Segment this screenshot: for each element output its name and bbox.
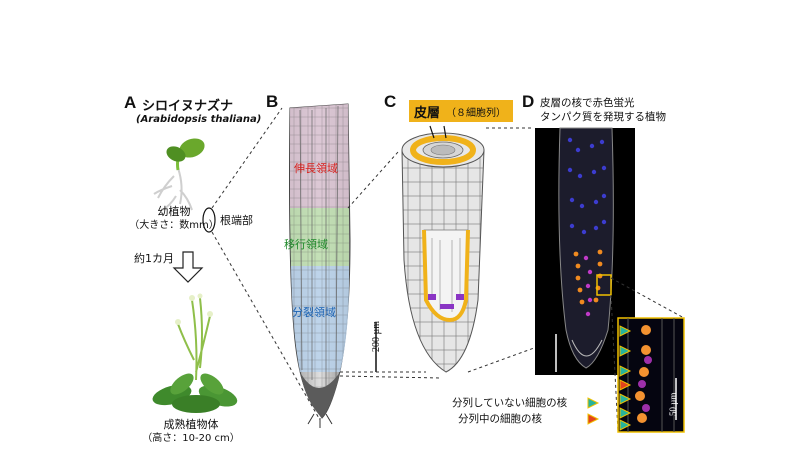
growth-arrow (172, 251, 204, 283)
cell-files-label: （８細胞列） (446, 108, 506, 119)
cortex-label-box (409, 100, 513, 122)
panel-c-letter: C (384, 92, 397, 111)
panel-d-caption-1: 皮層の核で赤色蛍光 (540, 97, 635, 109)
panel-a-title: シロイヌナズナ (142, 99, 234, 114)
zone-transition-label: 移行領域 (284, 238, 328, 251)
seedling-illustration (153, 138, 205, 211)
connector-line (211, 231, 321, 421)
scale-label-d-inset: 50 µm (668, 392, 678, 416)
connector-line (211, 107, 283, 209)
mature-label: 成熟植物体 (163, 418, 219, 431)
root-micrograph (289, 103, 351, 428)
panel-b-letter: B (266, 92, 279, 111)
connector-line (467, 347, 535, 373)
legend-dividing-marker (587, 413, 600, 425)
species-name: (Arabidopsis thaliana) (136, 114, 262, 125)
cortex-label: 皮層 (414, 106, 441, 121)
mature-size: （高さ：10-20 cm） (142, 433, 240, 444)
scale-label-b: 200 µm (371, 320, 382, 352)
panel-a-letter: A (124, 93, 137, 112)
zone-division-label: 分裂領域 (292, 306, 336, 319)
mature-plant-illustration (152, 293, 238, 413)
connector-line (339, 375, 441, 379)
duration-label: 約1カ月 (134, 252, 174, 265)
connector-line (610, 294, 619, 433)
legend-dividing-label: 分列中の細胞の核 (458, 413, 542, 425)
seedling-label: 幼植物 (157, 205, 191, 218)
zoom-region-box (596, 274, 612, 296)
seedling-size: （大きさ：数mm） (129, 220, 219, 231)
root-schematic-3d (401, 125, 485, 373)
root-tip-label: 根端部 (220, 214, 253, 227)
legend-nondividing-label: 分列していない細胞の核 (452, 397, 568, 409)
legend-nondividing-marker (587, 397, 600, 409)
connector-line (347, 151, 399, 209)
inset-markers (619, 325, 632, 431)
scale-label-d-main: 100 µm (542, 338, 552, 366)
panel-d-letter: D (522, 92, 535, 111)
zone-elongation-label: 伸長領域 (294, 162, 338, 175)
connector-line (610, 277, 685, 319)
panel-d-caption-2: タンパク質を発現する植物 (540, 111, 666, 123)
root-tip-marker (202, 207, 216, 233)
